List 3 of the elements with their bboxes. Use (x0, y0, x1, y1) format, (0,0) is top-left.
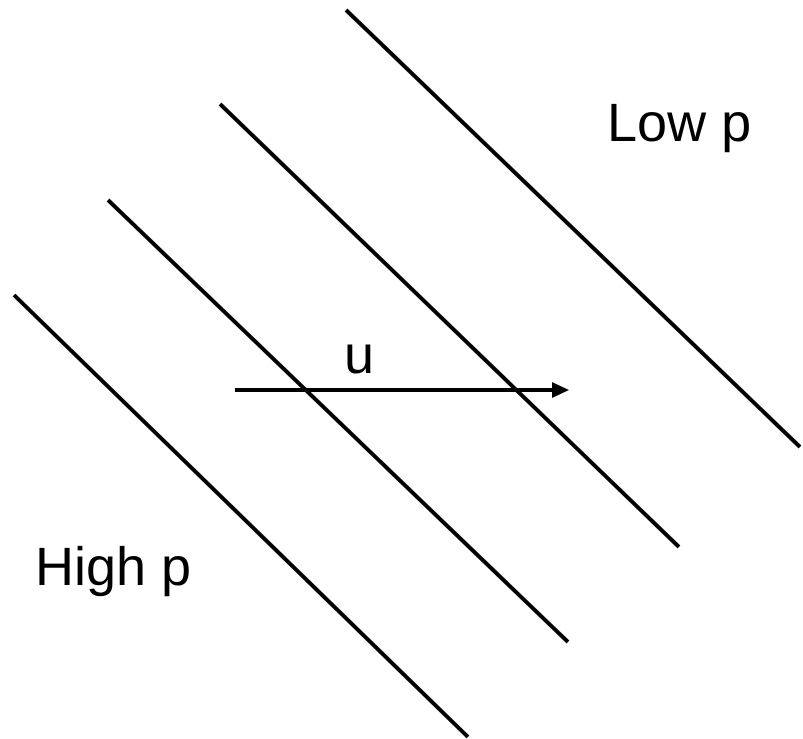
region-label: Low p (607, 96, 752, 150)
region-label: High p (35, 540, 192, 594)
velocity-label: u (344, 328, 374, 382)
